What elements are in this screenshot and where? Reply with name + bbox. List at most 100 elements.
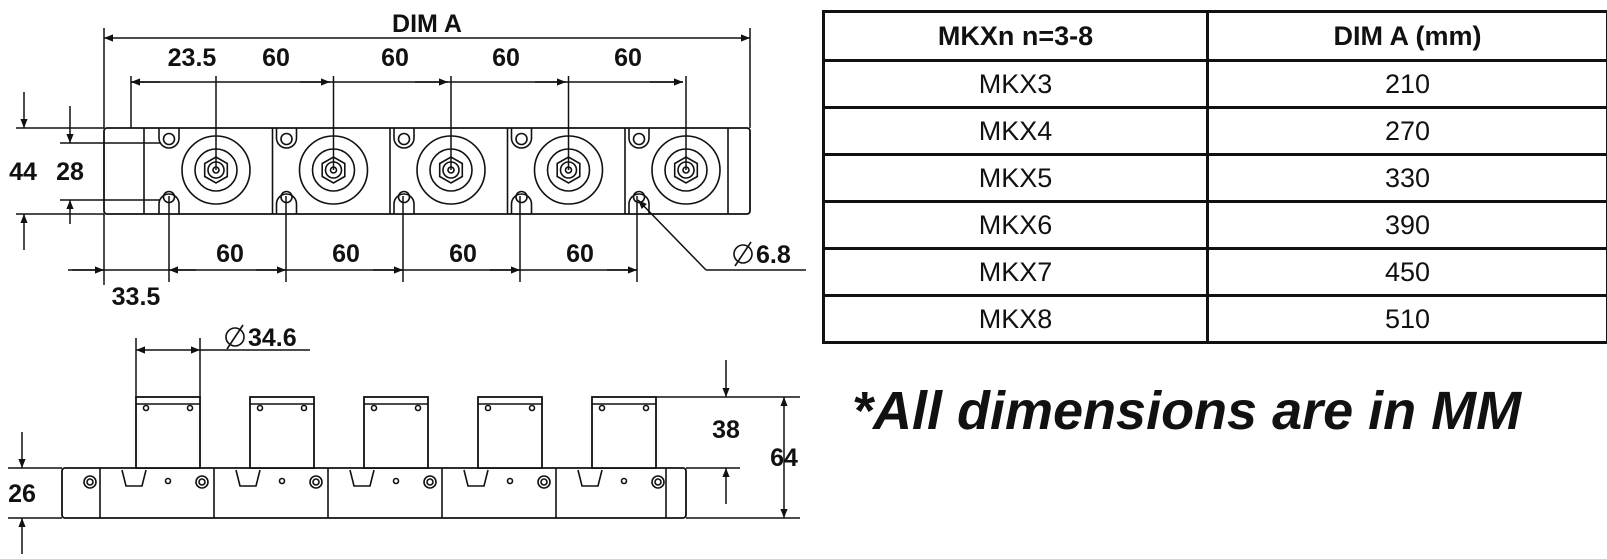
dim-a-cell: 510 — [1206, 294, 1607, 344]
base-rivet — [506, 477, 514, 485]
base-rivet — [278, 477, 286, 485]
terminal-block — [363, 396, 429, 469]
terminal-nut — [673, 156, 699, 184]
base-slot — [577, 469, 603, 487]
terminal-rivet — [142, 404, 150, 412]
mounting-notch — [510, 128, 533, 149]
mounting-hole — [162, 132, 176, 146]
mounting-notch — [628, 193, 650, 214]
side-view-base — [61, 467, 687, 519]
terminal-height-label: 38 — [712, 416, 740, 444]
mounting-notch — [158, 128, 180, 149]
total-height-label: 64 — [770, 444, 798, 472]
terminal-block — [135, 396, 201, 469]
top-spacing-1: 60 — [262, 44, 290, 72]
module-3 — [389, 76, 486, 214]
base-screw-head — [312, 478, 320, 486]
base-slot — [463, 469, 489, 487]
base-screw-head — [426, 478, 434, 486]
side-module-2 — [213, 396, 323, 518]
base-screw — [195, 475, 209, 489]
base-slot — [349, 469, 375, 487]
diameter-symbol-icon — [733, 241, 753, 267]
height-outer-label: 44 — [9, 158, 37, 186]
model-cell: MKX8 — [822, 294, 1209, 344]
units-note: *All dimensions are in MM — [852, 381, 1522, 441]
hole-diameter-label: 6.8 — [756, 241, 791, 269]
header-dim-a: DIM A (mm) — [1206, 10, 1607, 62]
table-row: MKX5 330 — [822, 153, 1607, 203]
mounting-hole — [632, 132, 646, 146]
base-screw — [423, 475, 437, 489]
side-module-4 — [441, 396, 551, 518]
terminal-nut — [321, 156, 346, 184]
height-inner-label: 28 — [56, 158, 84, 186]
base-screw-head — [540, 478, 548, 486]
top-spacing-3: 60 — [492, 44, 520, 72]
model-cell: MKX5 — [822, 153, 1209, 203]
base-screw-head — [86, 478, 94, 486]
base-slot — [121, 469, 147, 487]
terminal-rivet — [528, 404, 536, 412]
terminal-block — [591, 396, 657, 469]
model-cell: MKX3 — [822, 59, 1209, 109]
dim-a-cell: 210 — [1206, 59, 1607, 109]
base-rivet — [620, 477, 628, 485]
header-model: MKXn n=3-8 — [822, 10, 1209, 62]
mounting-notch — [275, 193, 298, 214]
model-cell: MKX4 — [822, 106, 1209, 156]
terminal-rivet — [256, 404, 264, 412]
terminal-diameter-label: 34.6 — [248, 324, 297, 352]
dim-a-label: DIM A — [392, 10, 462, 38]
base-screw-head — [198, 478, 206, 486]
top-spacing-2: 60 — [381, 44, 409, 72]
hole-leader-line — [637, 199, 707, 271]
base-screw — [651, 475, 665, 489]
terminal-block — [477, 396, 543, 469]
bottom-offset-label: 33.5 — [112, 283, 161, 311]
module-4 — [506, 76, 604, 214]
dimension-table: MKXn n=3-8 DIM A (mm) MKX3 210 MKX4 270 … — [822, 10, 1607, 344]
base-screw — [309, 475, 323, 489]
mounting-hole — [280, 132, 293, 146]
base-height-label: 26 — [8, 480, 36, 508]
mounting-notch — [510, 193, 533, 214]
dim-a-cell: 450 — [1206, 247, 1607, 297]
top-view: DIM A 23.5 60 60 60 60 44 28 — [9, 10, 806, 311]
base-screw — [537, 475, 551, 489]
table-row: MKX6 390 — [822, 200, 1607, 250]
top-spacing-first: 23.5 — [168, 44, 217, 72]
mounting-hole — [397, 190, 411, 204]
table-row: MKX7 450 — [822, 247, 1607, 297]
terminal-rivet — [414, 404, 422, 412]
mounting-notch — [628, 128, 650, 149]
side-module-5 — [555, 396, 665, 518]
terminal-rivet — [642, 404, 650, 412]
mounting-hole — [515, 132, 528, 146]
mounting-hole — [397, 132, 411, 146]
bottom-spacing-1: 60 — [216, 240, 244, 268]
top-spacing-4: 60 — [614, 44, 642, 72]
mounting-notch — [275, 128, 298, 149]
module-2 — [271, 76, 369, 214]
module-5 — [624, 76, 721, 214]
bottom-spacing-2: 60 — [332, 240, 360, 268]
base-slot — [235, 469, 261, 487]
table-row: MKX8 510 — [822, 294, 1607, 344]
table-row: MKX3 210 — [822, 59, 1607, 109]
module-1 — [158, 76, 251, 214]
diameter-symbol-icon — [225, 324, 245, 350]
top-view-modules — [158, 76, 721, 214]
terminal-rivet — [186, 404, 194, 412]
model-cell: MKX6 — [822, 200, 1209, 250]
terminal-rivet — [370, 404, 378, 412]
base-rivet — [392, 477, 400, 485]
bottom-spacing-4: 60 — [566, 240, 594, 268]
terminal-rivet — [300, 404, 308, 412]
side-module-3 — [327, 396, 437, 518]
base-screw-head — [654, 478, 662, 486]
mounting-notch — [393, 193, 415, 214]
mounting-hole — [515, 190, 528, 204]
side-view-modules — [83, 396, 667, 518]
terminal-block — [249, 396, 315, 469]
